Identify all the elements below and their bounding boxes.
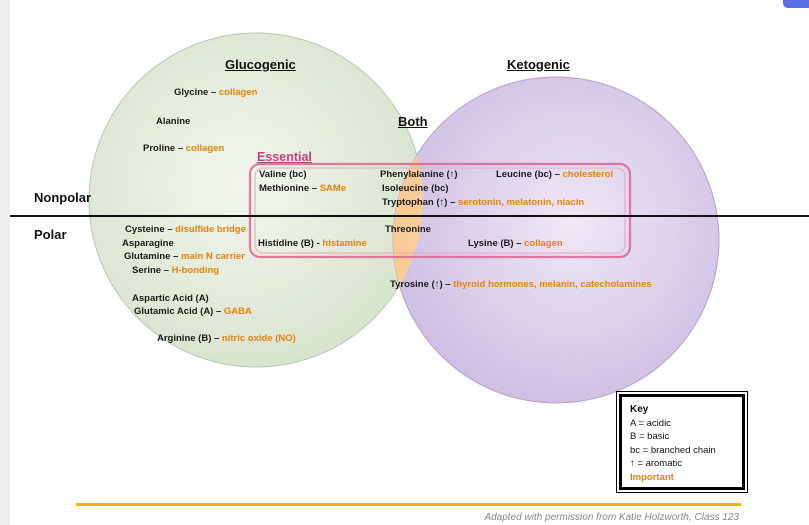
- essential-box-inner: [254, 167, 626, 254]
- glucogenic-header: Glucogenic: [225, 57, 296, 72]
- key-aromatic: ↑ = aromatic: [630, 458, 683, 469]
- footer-divider: [76, 503, 741, 506]
- left-edge-strip: [0, 0, 10, 525]
- essential-header: Essential: [257, 150, 312, 164]
- isoleucine-item: Isoleucine (bc): [382, 183, 449, 194]
- key-acidic: A = acidic: [630, 417, 671, 429]
- asparagine-item: Asparagine: [122, 238, 174, 249]
- methionine-item: Methionine – SAMe: [259, 183, 347, 194]
- key-legend: Key A = acidic B = basic bc = branched c…: [616, 391, 748, 493]
- arginine-item: Arginine (B) – nitric oxide (NO): [157, 333, 296, 344]
- polar-label: Polar: [34, 227, 67, 242]
- histidine-item: Histidine (B) - histamine: [258, 238, 367, 249]
- tyrosine-item: Tyrosine (↑) – thyroid hormones, melanin…: [390, 279, 652, 290]
- key-basic: B = basic: [630, 431, 670, 442]
- alanine-item: Alanine: [156, 116, 191, 127]
- lysine-item: Lysine (B) – collagen: [468, 238, 563, 249]
- glutamine-item: Glutamine – main N carrier: [124, 251, 245, 262]
- glycine-item: Glycine – collagen: [174, 87, 258, 98]
- threonine-item: Threonine: [385, 224, 431, 235]
- key-important: Important: [630, 471, 674, 483]
- leucine-item: Leucine (bc) – cholesterol: [496, 169, 614, 180]
- both-header: Both: [398, 114, 428, 129]
- aspartic-acid-item: Aspartic Acid (A): [132, 293, 209, 304]
- glutamic-acid-item: Glutamic Acid (A) – GABA: [134, 306, 252, 317]
- nonpolar-label: Nonpolar: [34, 190, 92, 205]
- key-branched-chain: bc = branched chain: [630, 444, 716, 456]
- footer-credit: Adapted with permission from Katie Holzw…: [484, 512, 739, 523]
- key-title: Key: [630, 404, 649, 415]
- cysteine-item: Cysteine – disulfide bridge: [125, 224, 246, 235]
- corner-button[interactable]: [783, 0, 809, 8]
- ketogenic-header: Ketogenic: [507, 57, 570, 72]
- serine-item: Serine – H-bonding: [132, 265, 220, 276]
- tryptophan-item: Tryptophan (↑) – serotonin, melatonin, n…: [382, 197, 585, 208]
- essential-box-outer: [248, 162, 632, 259]
- phenylalanine-item: Phenylalanine (↑): [380, 169, 458, 180]
- valine-item: Valine (bc): [259, 169, 307, 180]
- proline-item: Proline – collagen: [143, 143, 225, 154]
